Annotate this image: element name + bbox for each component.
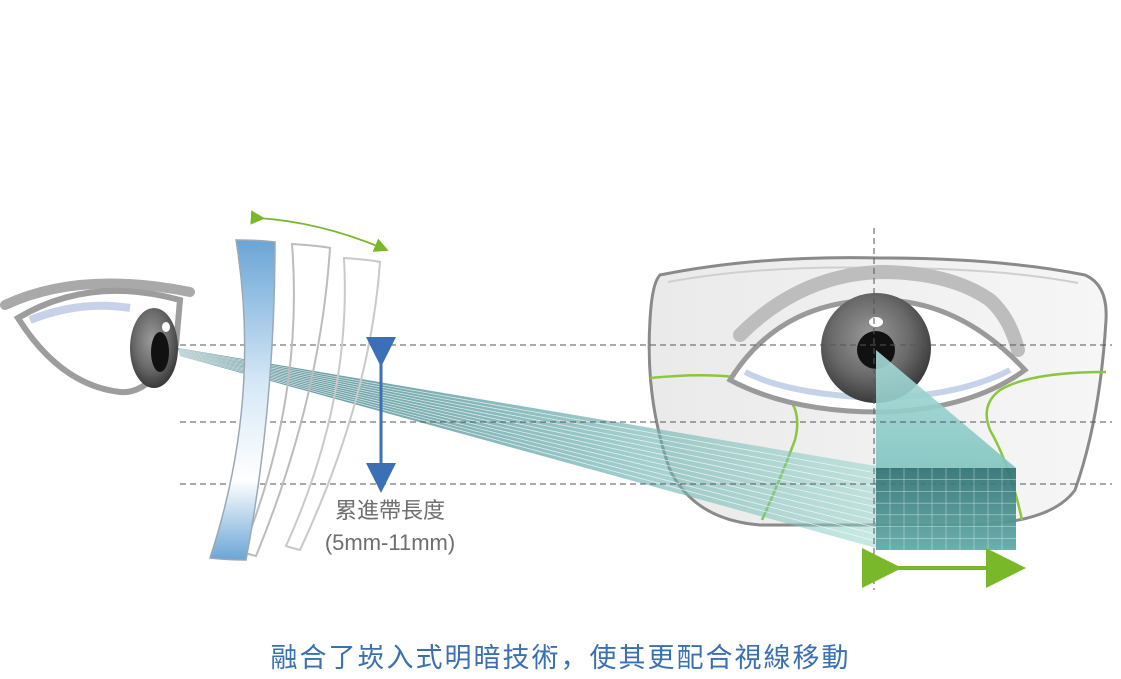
side-eye-icon [0, 278, 195, 396]
progressive-corridor-block [876, 468, 1016, 550]
reference-lines [180, 228, 1112, 590]
corridor-length-label: 累進帶長度 [334, 499, 445, 524]
caption: 融合了崁入式明暗技術，使其更配合視線移動 [270, 643, 851, 674]
lens-tilt-arrow [250, 210, 389, 252]
corridor-range-label: (5mm-11mm) [324, 530, 456, 555]
vision-beam [178, 348, 877, 548]
